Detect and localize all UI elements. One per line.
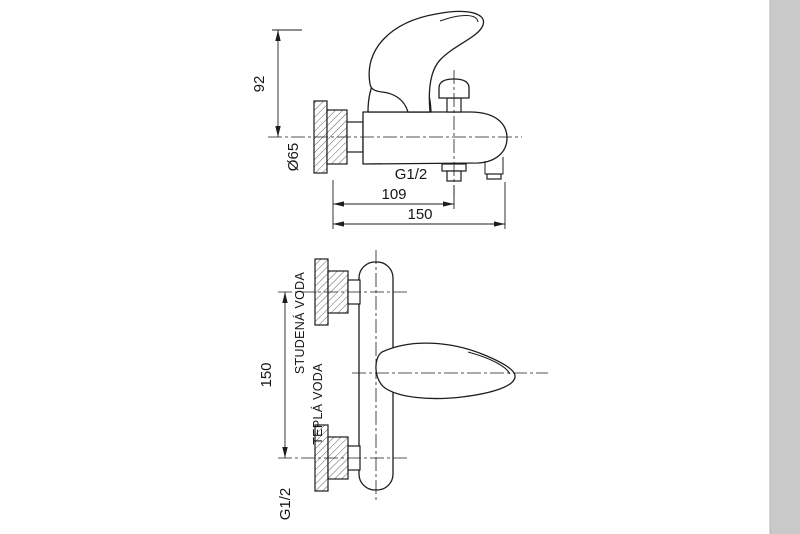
label-thread-plan: G1/2 — [277, 488, 294, 521]
label-hot-water: TEPLÁ VODA — [310, 363, 325, 445]
photo-edge-strip — [770, 0, 800, 534]
spout-outlet — [484, 157, 504, 180]
arrow-right — [443, 201, 454, 207]
arrow-left — [333, 201, 344, 207]
dim-150-text: 150 — [407, 206, 432, 223]
side-view: 92 Ø65 G1/2 109 150 — [251, 10, 522, 229]
dimension-height: 92 — [251, 29, 302, 137]
dim-flange-diameter-text: Ø65 — [285, 143, 302, 171]
arrow-up — [282, 292, 288, 303]
arrow-right — [494, 221, 505, 227]
spout-outlet-lip — [486, 173, 502, 180]
faucet-body — [362, 111, 508, 165]
handle-plan — [375, 342, 516, 400]
arrow-left — [333, 221, 344, 227]
dim-150-plan-text: 150 — [258, 362, 275, 387]
dimension-total-length: 150 — [333, 182, 506, 229]
arrow-down — [275, 126, 281, 137]
handle-lever-tip-line — [439, 15, 479, 23]
label-cold-water: STUDENÁ VODA — [292, 272, 307, 375]
arrow-up — [275, 30, 281, 41]
plan-view: 150 STUDENÁ VODA TEPLÁ VODA G1/2 — [258, 250, 548, 520]
label-thread-side: G1/2 — [395, 166, 428, 183]
dim-109-text: 109 — [381, 186, 406, 203]
handle-plan-tip-line — [467, 351, 511, 375]
dimension-shower-offset: 109 — [332, 180, 455, 229]
dimension-inlet-spacing: 150 — [258, 292, 288, 458]
arrow-down — [282, 447, 288, 458]
dim-92-text: 92 — [251, 76, 268, 93]
handle-lever — [368, 10, 485, 113]
